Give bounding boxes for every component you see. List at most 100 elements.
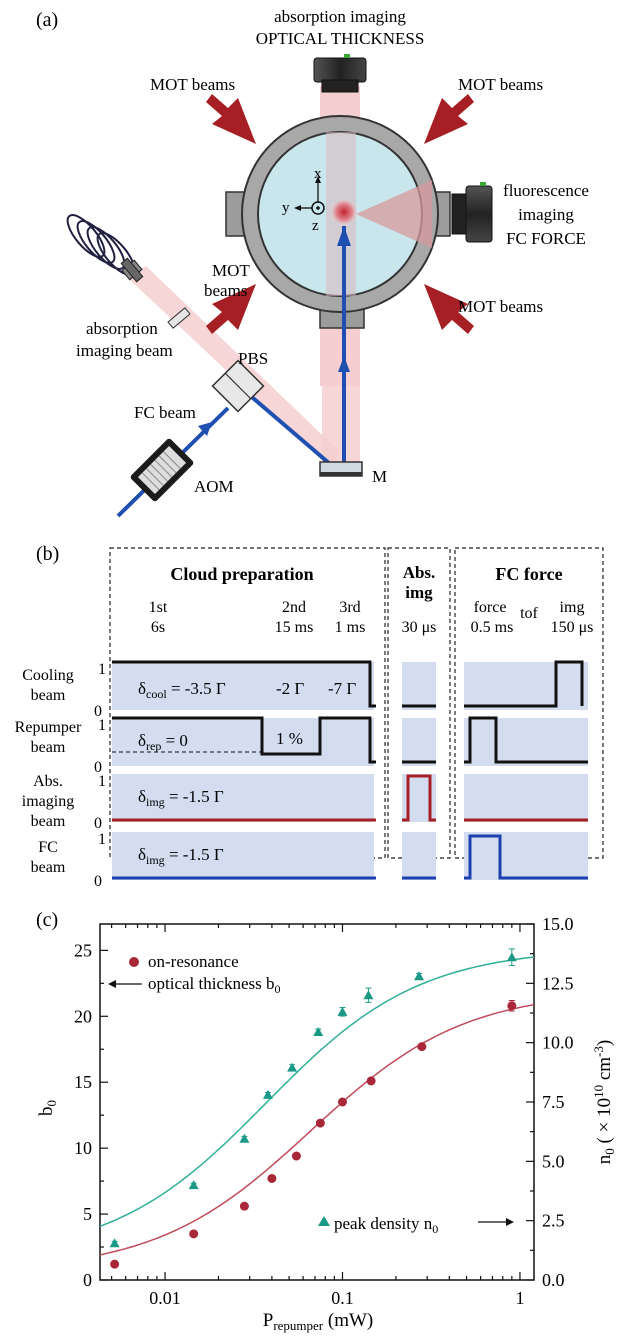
vacuum-chamber bbox=[225, 115, 451, 329]
absorption-camera-icon bbox=[313, 54, 367, 93]
section-title-cloud-prep: Cloud preparation bbox=[170, 564, 313, 584]
b0-point bbox=[239, 1201, 249, 1211]
legend-b0-text-2: optical thickness b0 bbox=[148, 974, 281, 996]
level-1: 1 bbox=[98, 661, 106, 678]
stage-2nd-duration: 15 ms bbox=[275, 619, 314, 636]
left-arrow-icon bbox=[108, 980, 116, 988]
b0-point bbox=[337, 1097, 347, 1107]
n0-point bbox=[239, 1133, 250, 1143]
level-0: 0 bbox=[94, 815, 102, 832]
fc-beam-label: FC beam bbox=[134, 403, 196, 422]
b0-point bbox=[417, 1042, 427, 1052]
row-cooling-label-1: Cooling bbox=[22, 667, 74, 684]
y-right-tick-label: 7.5 bbox=[542, 1092, 565, 1112]
repumper-waveform bbox=[112, 716, 376, 764]
y-left-tick-label: 20 bbox=[74, 1006, 92, 1026]
lens-icon bbox=[167, 307, 191, 329]
cooling-waveform bbox=[112, 660, 376, 708]
abs-camera-label-1: absorption imaging bbox=[274, 7, 406, 26]
n0-point bbox=[337, 1006, 348, 1016]
tof-label: tof bbox=[520, 605, 538, 622]
fc-detuning: δimg = -1.5 Γ bbox=[138, 845, 224, 867]
mot-label-top-right: MOT beams bbox=[458, 75, 543, 94]
cooling-detuning: δcool = -3.5 Γ bbox=[138, 679, 226, 701]
row-abs-label-3: beam bbox=[31, 813, 66, 830]
mirror-label: M bbox=[372, 467, 387, 486]
n0-point bbox=[109, 1238, 120, 1248]
b0-point bbox=[110, 1259, 120, 1269]
mot-label-mid-left-2: beams bbox=[204, 281, 247, 300]
axis-x-label: x bbox=[314, 166, 322, 182]
y-axis-right-label: n0 ( × 1010 cm-3) bbox=[591, 1040, 617, 1164]
stage-2nd: 2nd bbox=[282, 599, 306, 616]
row-cooling-label-2: beam bbox=[31, 687, 66, 704]
level-0: 0 bbox=[94, 873, 102, 890]
y-left-tick-label: 5 bbox=[83, 1204, 92, 1224]
legend-b0-text-1: on-resonance bbox=[148, 952, 239, 971]
mot-arrows bbox=[206, 94, 474, 334]
force-duration: 0.5 ms bbox=[471, 619, 514, 636]
abs-detuning: δimg = -1.5 Γ bbox=[138, 787, 224, 809]
x-axis-label: Prepumper (mW) bbox=[263, 1310, 374, 1333]
abs-beam-label-1: absorption bbox=[86, 319, 158, 338]
mirror-icon bbox=[319, 461, 363, 477]
n0-point bbox=[188, 1180, 199, 1190]
mot-arrow-icon bbox=[206, 284, 256, 334]
row-fc-label-2: beam bbox=[31, 859, 66, 876]
img-label: img bbox=[560, 599, 585, 616]
y-right-tick-label: 5.0 bbox=[542, 1151, 565, 1171]
data-marks bbox=[109, 948, 517, 1269]
row-repumper-label-1: Repumper bbox=[15, 719, 82, 736]
y-right-tick-label: 0.0 bbox=[542, 1270, 565, 1290]
panel-a-label: (a) bbox=[36, 9, 58, 31]
level-0: 0 bbox=[94, 703, 102, 720]
fluorescence-label-2: imaging bbox=[518, 205, 574, 224]
fluorescence-camera-icon bbox=[451, 182, 493, 243]
n0-point bbox=[506, 952, 517, 962]
fc-arrow-icon bbox=[337, 226, 351, 246]
row-fc-label-1: FC bbox=[38, 839, 58, 856]
mot-label-top-left: MOT beams bbox=[150, 75, 235, 94]
legend-n0-marker bbox=[318, 1216, 330, 1226]
level-1: 1 bbox=[98, 773, 106, 790]
section-title-abs-1: Abs. bbox=[403, 563, 436, 582]
fiber-coupler-icon bbox=[120, 257, 144, 283]
b0-point bbox=[267, 1173, 277, 1183]
stage-1st-duration: 6s bbox=[151, 619, 165, 636]
panel-b: (b) Cloud preparation Abs. img FC force … bbox=[15, 543, 604, 890]
y-right-tick-label: 12.5 bbox=[542, 973, 574, 993]
repumper-detuning: δrep = 0 bbox=[138, 731, 188, 753]
level-1: 1 bbox=[98, 831, 106, 848]
fit-curves bbox=[99, 956, 535, 1256]
n0-point bbox=[262, 1089, 273, 1099]
y-right-tick-label: 15.0 bbox=[542, 914, 574, 934]
legend-n0-text: peak density n0 bbox=[334, 1214, 438, 1236]
fluorescence-label-1: fluorescence bbox=[503, 181, 589, 200]
fit-curve bbox=[99, 1003, 535, 1256]
force-label: force bbox=[474, 599, 507, 616]
n0-point bbox=[414, 971, 425, 981]
y-axis-left-label: b0 bbox=[36, 1100, 59, 1116]
y-right-tick-label: 10.0 bbox=[542, 1033, 574, 1053]
cooling-detuning-3: -7 Γ bbox=[328, 679, 356, 698]
stage-3rd-duration: 1 ms bbox=[335, 619, 366, 636]
mot-arrow-icon bbox=[206, 94, 256, 144]
b0-point bbox=[189, 1229, 199, 1239]
pbs-label: PBS bbox=[238, 349, 268, 368]
section-title-fc-force: FC force bbox=[495, 564, 562, 584]
mot-arrow-icon bbox=[424, 284, 474, 334]
panel-a: (a) bbox=[36, 7, 589, 518]
row-abs-label-1: Abs. bbox=[33, 773, 63, 790]
atom-cloud bbox=[330, 198, 358, 226]
img-duration: 150 μs bbox=[551, 619, 594, 636]
abs-duration: 30 μs bbox=[402, 619, 437, 636]
n0-point bbox=[313, 1026, 324, 1036]
right-arrow-icon bbox=[506, 1218, 514, 1226]
stage-1st: 1st bbox=[149, 599, 168, 616]
waveforms bbox=[112, 660, 588, 880]
mot-label-mid-left-1: MOT bbox=[212, 261, 250, 280]
b0-point bbox=[315, 1118, 325, 1128]
panel-b-label: (b) bbox=[36, 543, 59, 565]
